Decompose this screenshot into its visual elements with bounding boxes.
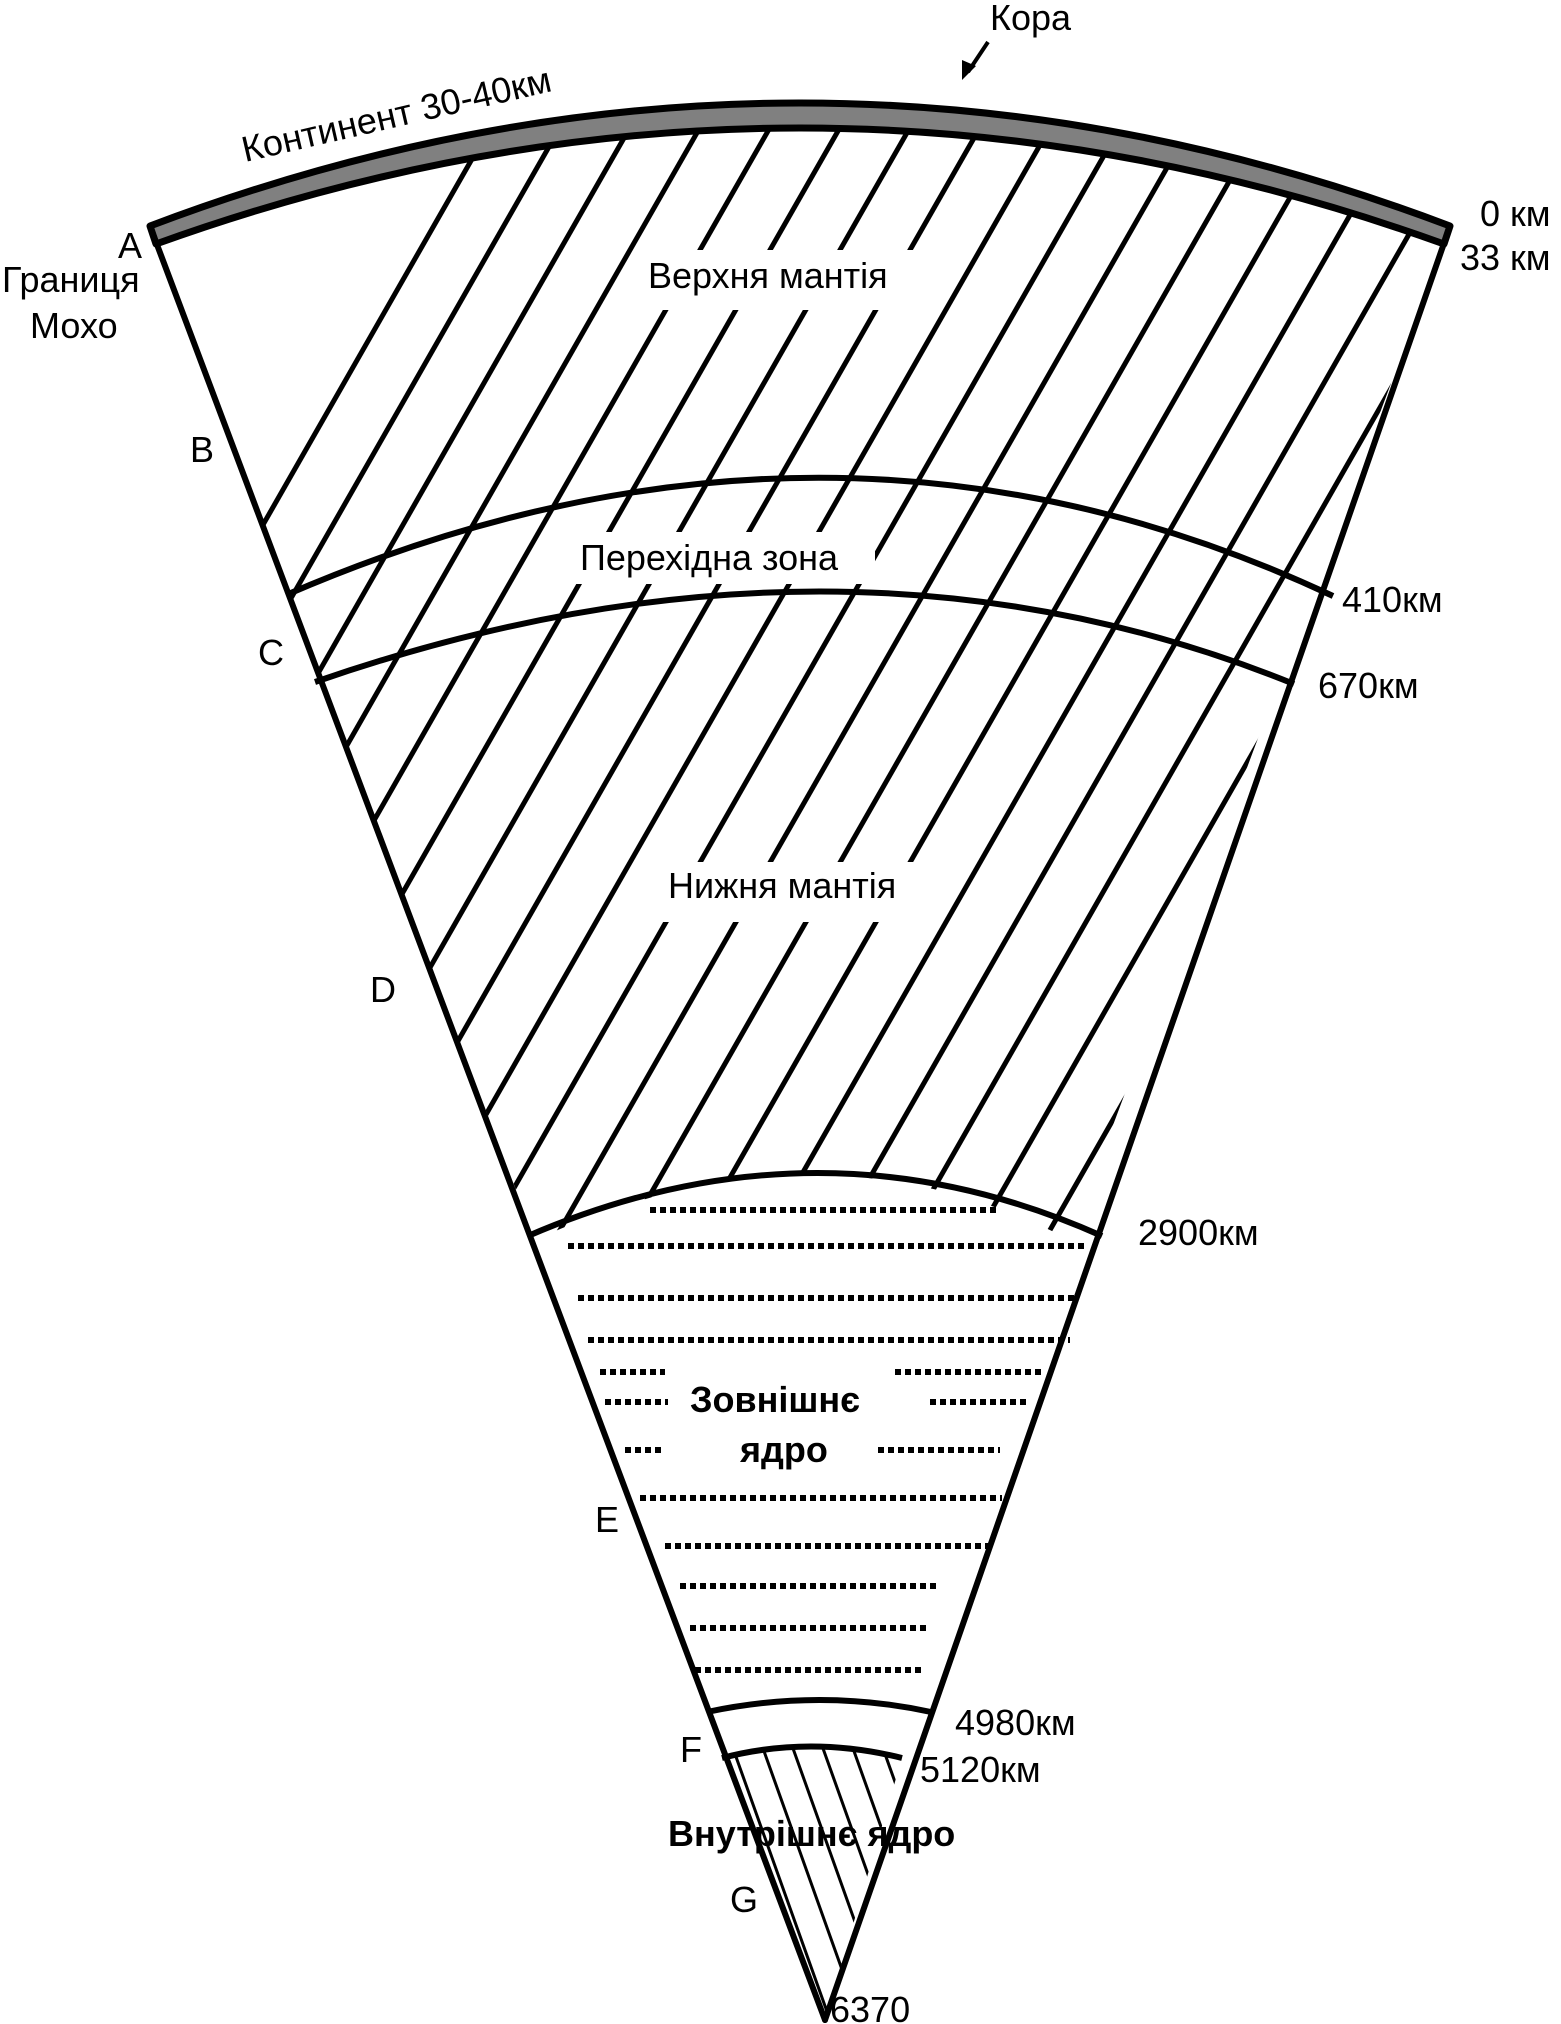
depth-4980-label: 4980км xyxy=(955,1702,1076,1743)
transition-label-bg xyxy=(575,532,875,584)
point-e-label: E xyxy=(595,1499,619,1540)
depth-0-label: 0 км xyxy=(1480,193,1551,234)
transition-zone-label: Перехідна зона xyxy=(580,537,839,578)
sector-outline xyxy=(147,223,1453,2023)
moho-label-line2: Мохо xyxy=(30,305,118,346)
inner-core-label: Внутрішнє ядро xyxy=(668,1813,955,1854)
point-g-label: G xyxy=(730,1879,758,1920)
boundary-5120 xyxy=(721,1743,903,1761)
depth-5120-label: 5120км xyxy=(920,1749,1041,1790)
boundary-410 xyxy=(284,474,1335,599)
point-c-label: C xyxy=(258,632,284,673)
point-d-label: D xyxy=(370,969,396,1010)
point-f-label: F xyxy=(680,1729,702,1770)
crust-arrow xyxy=(962,40,990,80)
crust-label: Кора xyxy=(990,0,1072,38)
depth-2900-label: 2900км xyxy=(1138,1212,1259,1253)
depth-410-label: 410км xyxy=(1342,579,1443,620)
upper-mantle-label: Верхня мантія xyxy=(648,255,888,296)
lower-mantle-label: Нижня мантія xyxy=(668,865,896,906)
depth-33-label: 33 км xyxy=(1460,237,1551,278)
depth-6370-label: 6370 xyxy=(830,1989,910,2024)
outer-core-dashes xyxy=(568,1207,1085,1673)
lower-mantle-label-bg xyxy=(660,862,935,922)
depth-670-label: 670км xyxy=(1318,665,1419,706)
boundary-4980 xyxy=(706,1697,932,1715)
outer-core-label-line1: Зовнішнє xyxy=(690,1379,860,1420)
point-b-label: B xyxy=(190,429,214,470)
moho-label-line1: Границя xyxy=(2,259,140,300)
outer-core-label-line2: ядро xyxy=(739,1429,828,1470)
upper-mantle-label-bg xyxy=(640,250,930,310)
boundary-2900 xyxy=(526,1170,1104,1239)
point-a-label: A xyxy=(118,225,142,266)
boundaries xyxy=(284,474,1335,1761)
boundary-670 xyxy=(314,588,1296,687)
